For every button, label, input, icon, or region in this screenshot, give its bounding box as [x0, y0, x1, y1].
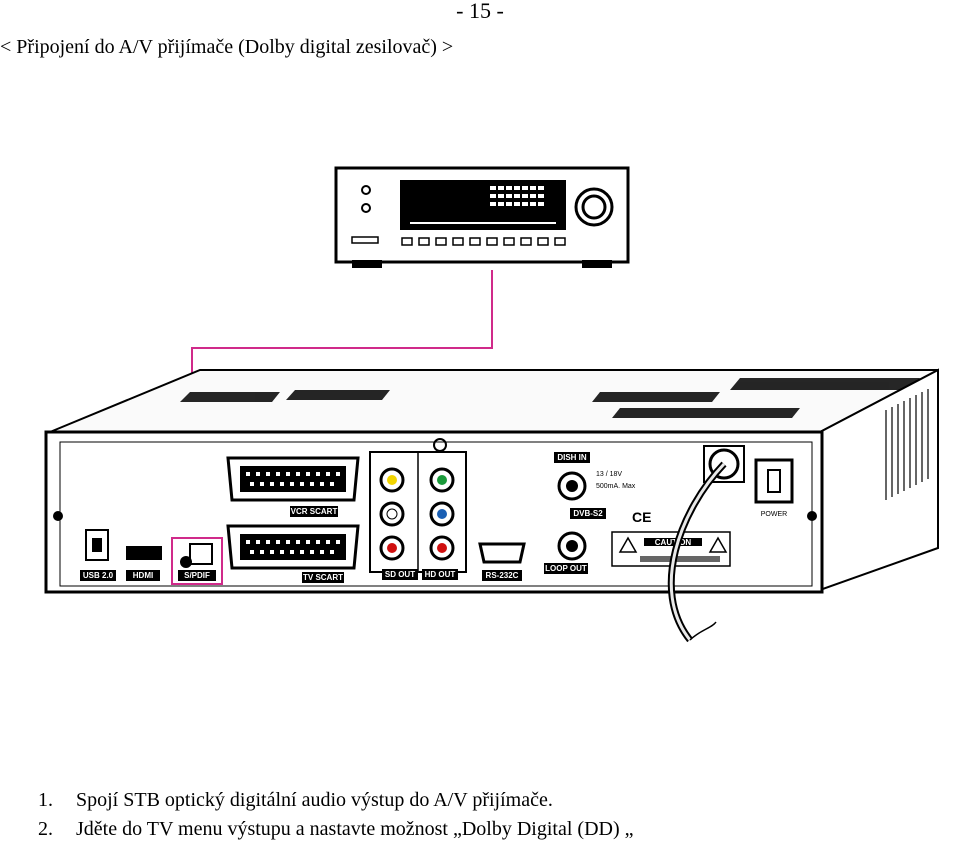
spdif-label: S/PDIF [184, 571, 210, 580]
lnb-power-text: 13 / 18V [596, 471, 622, 478]
step-item: 1. Spojí STB optický digitální audio výst… [38, 786, 634, 815]
instruction-steps: 1. Spojí STB optický digitální audio výst… [38, 786, 634, 844]
vcr-scart-port [226, 456, 360, 502]
sd-out-label: SD OUT [385, 570, 415, 579]
warning-icon-right [708, 536, 728, 553]
tv-scart-port [226, 524, 360, 570]
usb-label: USB 2.0 [83, 571, 114, 580]
spdif-port [189, 543, 213, 565]
coax-plug [703, 445, 745, 483]
hdmi-label: HDMI [133, 571, 153, 580]
rs232-port [478, 542, 526, 564]
loop-out-label: LOOP OUT [545, 564, 587, 573]
spdif-highlight [171, 537, 223, 585]
step-item: 2. Jděte do TV menu výstupu a nastavte mo… [38, 815, 634, 844]
ce-mark: CE [632, 509, 651, 525]
caution-label: CAUTION [655, 538, 692, 547]
connection-diagram: USB 2.0 HDMI S/PDIF VCR SCART [40, 160, 940, 660]
tv-scart-label: TV SCART [303, 573, 343, 582]
step-number: 2. [38, 818, 53, 840]
warning-icon [618, 536, 638, 553]
hdmi-port [126, 546, 162, 560]
page-number: - 15 - [456, 0, 504, 23]
step-text: Spojí STB optický digitální audio výstup… [76, 789, 553, 811]
stb-body [44, 368, 939, 594]
usb-port [85, 529, 109, 561]
hd-out-label: HD OUT [425, 570, 456, 579]
rs232-label: RS-232C [486, 571, 519, 580]
lnb-current-text: 500mA. Max [596, 483, 636, 490]
av-receiver [334, 166, 630, 268]
step-text: Jděte do TV menu výstupu a nastavte možn… [76, 818, 634, 840]
vcr-scart-label: VCR SCART [291, 507, 338, 516]
volume-knob-icon [574, 187, 614, 227]
power-socket [754, 458, 794, 504]
connection-diagram-svg: USB 2.0 HDMI S/PDIF VCR SCART [44, 166, 939, 643]
step-number: 1. [38, 789, 53, 811]
dish-in-label: DISH IN [557, 453, 587, 462]
section-title: < Připojení do A/V přijímače (Dolby digi… [0, 36, 454, 58]
rca-jacks [379, 467, 455, 561]
loop-out-connector [557, 531, 587, 561]
dish-in-connector [557, 471, 587, 501]
power-label: POWER [761, 511, 787, 518]
dvb-s2-label: DVB-S2 [573, 509, 603, 518]
